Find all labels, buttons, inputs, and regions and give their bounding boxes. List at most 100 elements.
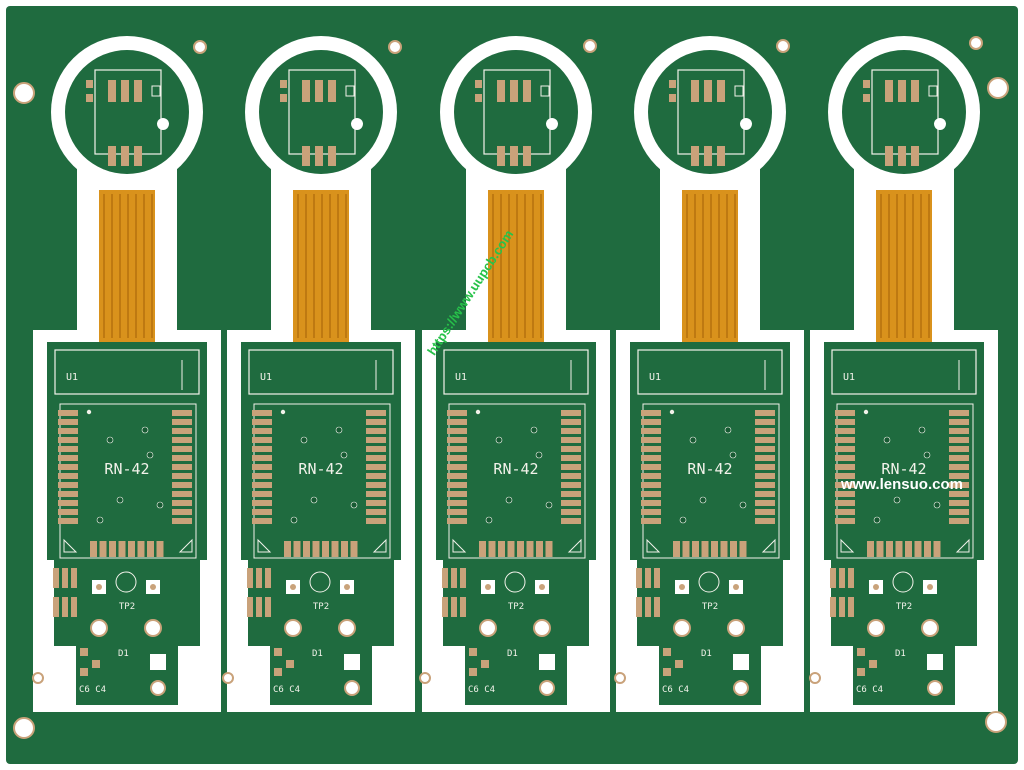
module-corner-mark bbox=[452, 538, 467, 553]
smd-pad bbox=[839, 568, 845, 588]
head-pad-small bbox=[475, 80, 482, 88]
led-pad bbox=[344, 654, 360, 670]
tooling-hole bbox=[419, 672, 431, 684]
module-corner-mark bbox=[840, 538, 855, 553]
module-bottom-pad bbox=[118, 541, 126, 557]
module-side-pad bbox=[561, 509, 581, 515]
plated-hole-small bbox=[927, 680, 943, 696]
module-side-pad bbox=[835, 437, 855, 443]
module-side-pad bbox=[366, 509, 386, 515]
via bbox=[310, 496, 318, 504]
module-side-pad bbox=[641, 464, 661, 470]
smd-pad bbox=[654, 568, 660, 588]
module-side-pad bbox=[58, 500, 78, 506]
tp2-label: TP2 bbox=[508, 602, 524, 612]
module-side-pad bbox=[755, 410, 775, 416]
module-side-pad bbox=[561, 410, 581, 416]
head-pad bbox=[302, 146, 310, 166]
module-side-pad bbox=[366, 428, 386, 434]
module-side-pad bbox=[58, 428, 78, 434]
smd-pad bbox=[247, 568, 253, 588]
module-side-pad bbox=[366, 464, 386, 470]
module-bottom-pad bbox=[886, 541, 893, 557]
module-side-pad bbox=[366, 500, 386, 506]
module-side-pad bbox=[641, 500, 661, 506]
module-side-pad bbox=[172, 428, 192, 434]
c6c4-label: C6 C4 bbox=[79, 685, 106, 695]
via bbox=[545, 501, 553, 509]
module-side-pad bbox=[447, 419, 467, 425]
plated-hole bbox=[284, 619, 302, 637]
via bbox=[485, 516, 493, 524]
smd-pad bbox=[53, 597, 59, 617]
head-mount-hole bbox=[934, 118, 946, 130]
smd-pad-small bbox=[857, 648, 865, 656]
module-side-pad bbox=[949, 491, 969, 497]
module-side-pad bbox=[58, 446, 78, 452]
module-bottom-pad bbox=[673, 541, 680, 557]
flex-tail bbox=[293, 190, 349, 342]
smd-pad bbox=[839, 597, 845, 617]
head-pad bbox=[121, 146, 129, 166]
module-side-pad bbox=[447, 455, 467, 461]
head-pad bbox=[134, 80, 142, 102]
watermark-lensuo: www.lensuo.com bbox=[840, 476, 963, 493]
head-pad bbox=[510, 146, 518, 166]
head-pad bbox=[302, 80, 310, 102]
module-side-pad bbox=[447, 509, 467, 515]
module-side-pad bbox=[172, 500, 192, 506]
via bbox=[883, 436, 891, 444]
module-side-pad bbox=[172, 446, 192, 452]
test-pad-center bbox=[539, 584, 545, 590]
module-side-pad bbox=[366, 437, 386, 443]
tooling-hole bbox=[13, 82, 35, 104]
led-pad bbox=[150, 654, 166, 670]
chip-name-label: RN-42 bbox=[104, 460, 149, 478]
test-pad-center bbox=[290, 584, 296, 590]
module-bottom-pad bbox=[895, 541, 903, 557]
plated-hole-small bbox=[733, 680, 749, 696]
plated-hole bbox=[867, 619, 885, 637]
via bbox=[340, 451, 348, 459]
tooling-hole bbox=[388, 40, 402, 54]
module-side-pad bbox=[755, 509, 775, 515]
module-side-pad bbox=[58, 464, 78, 470]
module-side-pad bbox=[447, 473, 467, 479]
head-pad-small bbox=[863, 80, 870, 88]
module-side-pad bbox=[835, 464, 855, 470]
via bbox=[156, 501, 164, 509]
head-pad bbox=[691, 80, 699, 102]
module-side-pad bbox=[641, 518, 661, 524]
led-pad bbox=[539, 654, 555, 670]
via bbox=[679, 516, 687, 524]
smd-pad bbox=[71, 597, 77, 617]
module-bottom-pad bbox=[156, 541, 164, 557]
module-bottom-pad bbox=[739, 541, 747, 557]
module-outline bbox=[836, 403, 974, 559]
module-side-pad bbox=[252, 464, 272, 470]
module-side-pad bbox=[252, 446, 272, 452]
module-side-pad bbox=[561, 419, 581, 425]
module-bottom-pad bbox=[498, 541, 505, 557]
via bbox=[106, 436, 114, 444]
module-bottom-pad bbox=[303, 541, 310, 557]
module-side-pad bbox=[366, 473, 386, 479]
module-side-pad bbox=[641, 410, 661, 416]
module-bottom-pad bbox=[682, 541, 690, 557]
module-bottom-pad bbox=[876, 541, 884, 557]
flex-tail bbox=[682, 190, 738, 342]
smd-pad-small bbox=[869, 660, 877, 668]
tp2-label: TP2 bbox=[896, 602, 912, 612]
smd-pad-small bbox=[481, 660, 489, 668]
module-side-pad bbox=[172, 473, 192, 479]
via bbox=[893, 496, 901, 504]
module-corner-mark bbox=[63, 538, 78, 553]
head-pad bbox=[691, 146, 699, 166]
head-pad bbox=[898, 80, 906, 102]
module-side-pad bbox=[172, 455, 192, 461]
head-pad bbox=[885, 146, 893, 166]
module-bottom-pad bbox=[933, 541, 941, 557]
module-bottom-pad bbox=[137, 541, 145, 557]
